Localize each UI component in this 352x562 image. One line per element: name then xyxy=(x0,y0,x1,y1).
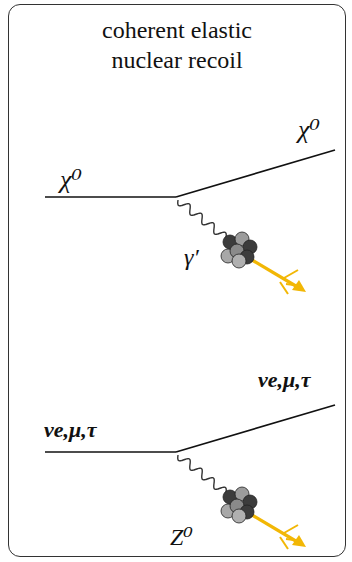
particle-label: χ⁰ xyxy=(60,166,82,195)
outgoing-line xyxy=(176,150,335,197)
recoil-spark xyxy=(280,282,288,294)
recoil-spark xyxy=(286,539,302,541)
nucleon xyxy=(232,509,246,523)
recoil-spark xyxy=(284,270,298,278)
mediator-label: Z⁰ xyxy=(170,524,193,550)
nucleon xyxy=(232,254,246,268)
particle-label: χ⁰ xyxy=(298,116,320,145)
panel-heading: coherent elastic nuclear recoil xyxy=(67,15,287,75)
recoil-spark xyxy=(280,537,288,549)
outgoing-line xyxy=(176,405,335,452)
mediator-wave xyxy=(178,455,226,493)
incoming-line xyxy=(45,451,176,453)
nucleus xyxy=(221,487,306,549)
recoil-spark xyxy=(286,284,302,286)
panel-box: coherent elastic nuclear recoil xyxy=(8,4,346,557)
nucleus xyxy=(221,232,306,294)
recoil-spark xyxy=(284,525,298,533)
incoming-line xyxy=(45,196,176,198)
mediator-wave xyxy=(178,200,226,238)
particle-label: νe,μ,τ xyxy=(44,418,97,442)
mediator-label: γ′ xyxy=(184,244,199,270)
particle-label: νe,μ,τ xyxy=(258,368,311,392)
